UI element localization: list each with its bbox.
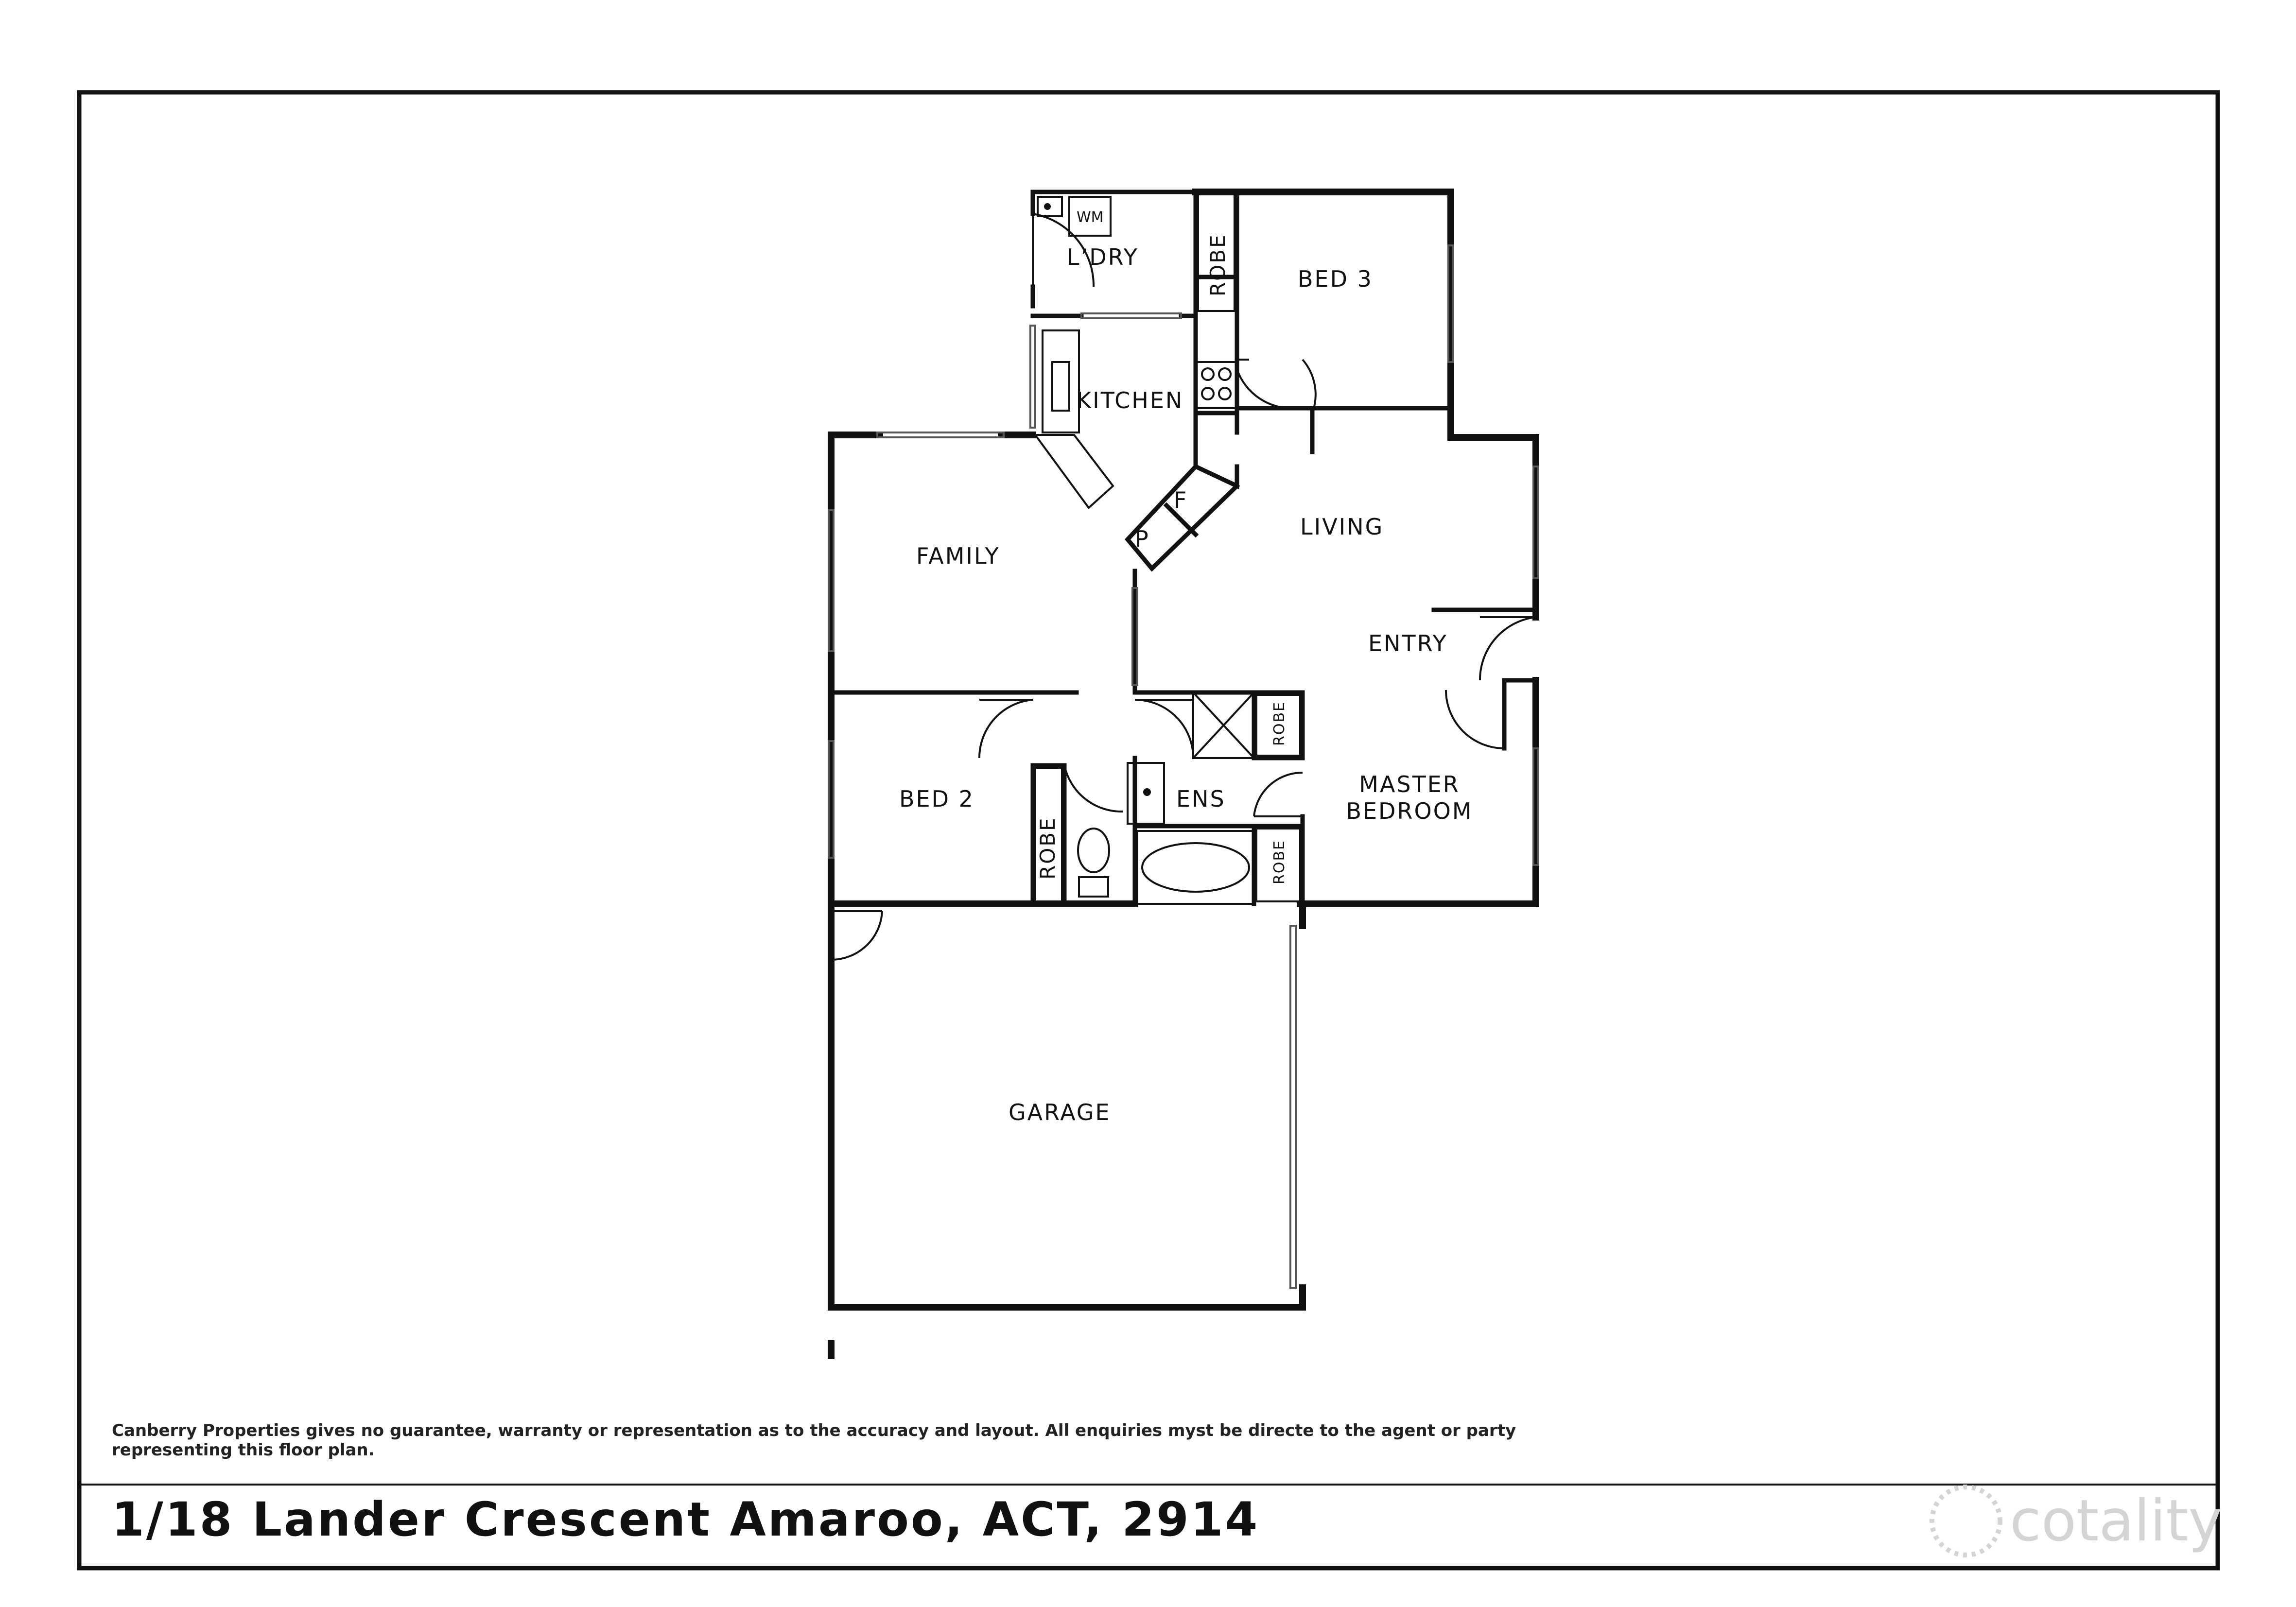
robe-master-bottom-box	[1255, 828, 1301, 902]
laundry-tub	[1037, 196, 1063, 217]
doors	[831, 213, 1536, 961]
label-robe-master-bottom: ROBE	[1271, 840, 1288, 884]
kitchen-bench	[1042, 329, 1080, 433]
toilet-cistern	[1078, 876, 1109, 898]
ens-bath	[1136, 830, 1255, 905]
label-pantry: P	[1135, 526, 1150, 552]
label-robe-bed2: ROBE	[1036, 816, 1060, 880]
brand-wordmark: cotality	[2010, 1487, 2222, 1554]
disclaimer-line1: Canberry Properties gives no guarantee, …	[112, 1421, 1516, 1440]
disclaimer-line2: representing this floor plan.	[112, 1440, 375, 1460]
brand-globe-icon	[1930, 1485, 2002, 1557]
label-robe-master-top: ROBE	[1271, 701, 1288, 746]
label-kitchen: KITCHEN	[1077, 387, 1183, 414]
walls	[828, 189, 1539, 1359]
brand-logo: cotality	[1930, 1485, 2222, 1557]
label-family: FAMILY	[916, 543, 1000, 569]
ens-vanity	[1127, 762, 1165, 825]
windows	[828, 244, 1539, 1289]
robe-bed3-box	[1197, 193, 1235, 312]
label-laundry: L’DRY	[1067, 244, 1139, 270]
ens-shower	[1192, 691, 1255, 759]
robe-bed2-box	[1034, 767, 1063, 902]
washing-machine-box	[1068, 196, 1112, 237]
kitchen-island	[1033, 434, 1114, 509]
page-frame	[77, 90, 2220, 1571]
label-robe-bed3: ROBE	[1206, 233, 1230, 296]
property-address: 1/18 Lander Crescent Amaroo, ACT, 2914	[112, 1492, 1259, 1547]
label-washing-machine: WM	[1077, 209, 1104, 226]
label-garage: GARAGE	[1009, 1099, 1111, 1125]
label-bed2: BED 2	[899, 786, 974, 812]
robe-master-top-box	[1255, 694, 1301, 757]
toilet-bowl	[1077, 828, 1110, 873]
label-fridge: F	[1174, 487, 1188, 513]
label-ensuite: ENS	[1176, 786, 1226, 812]
label-master-line1: MASTER	[1359, 771, 1460, 797]
label-living: LIVING	[1300, 514, 1384, 540]
label-master-line2: BEDROOM	[1346, 798, 1473, 824]
cooktop	[1195, 361, 1238, 409]
label-bed3: BED 3	[1298, 266, 1373, 292]
label-entry: ENTRY	[1368, 630, 1448, 657]
fixtures	[1033, 193, 1301, 905]
